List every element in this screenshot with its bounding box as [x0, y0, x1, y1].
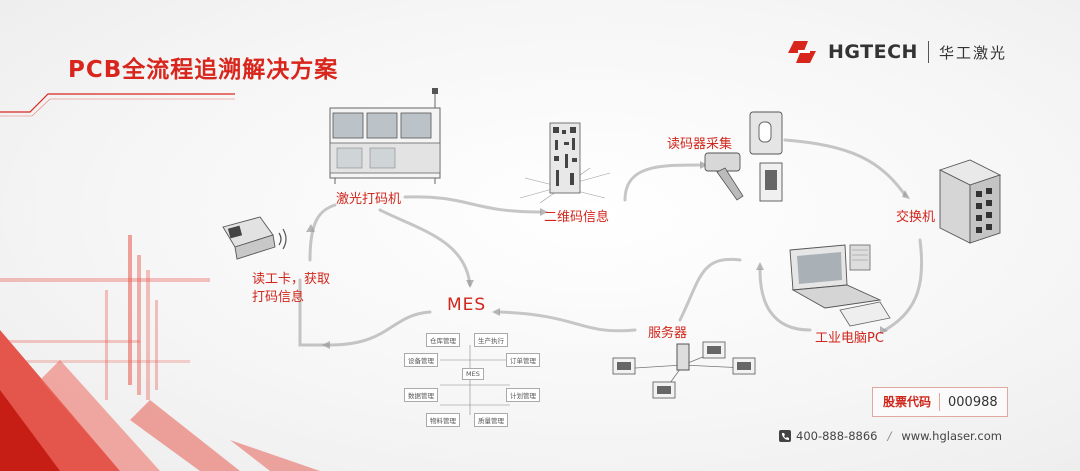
- server-network-image: [612, 341, 756, 399]
- mes-module-production: 生产执行: [474, 333, 508, 347]
- brand-divider: [927, 41, 929, 63]
- card-reader-image: [222, 216, 287, 260]
- contact-separator: /: [887, 429, 892, 443]
- laser-marking-machine-image: [329, 88, 441, 184]
- brand: HGTECH 华工激光: [788, 38, 1007, 66]
- industrial-pc-label: 工业电脑PC: [815, 331, 884, 346]
- contact-website[interactable]: www.hglaser.com: [901, 429, 1002, 443]
- stock-code-box: 股票代码 000988: [872, 387, 1008, 417]
- mes-module-quality: 质量管理: [474, 413, 508, 427]
- phone-icon: [779, 430, 791, 442]
- page-title: PCB全流程追溯解决方案: [68, 57, 339, 83]
- laser-marking-label: 激光打码机: [336, 192, 402, 207]
- mes-module-data: 数据管理: [404, 388, 438, 402]
- network-switch-image: [938, 159, 1002, 244]
- server-label: 服务器: [648, 326, 688, 341]
- qr-code-tower-image: [520, 122, 610, 203]
- hgtech-logo-icon: [788, 41, 816, 63]
- card-reader-label-line2: 打码信息: [252, 290, 305, 305]
- qr-code-label: 二维码信息: [544, 210, 610, 225]
- contact-phone: 400-888-8866: [796, 429, 878, 443]
- stock-label: 股票代码: [873, 393, 941, 411]
- mes-module-center: MES: [462, 368, 484, 380]
- contact-bar: 400-888-8866 / www.hglaser.com: [779, 429, 1002, 443]
- mes-label: MES: [447, 295, 487, 315]
- brand-name-cn: 华工激光: [938, 43, 1007, 62]
- brand-name-en: HGTECH: [828, 41, 918, 63]
- mes-module-warehouse: 仓库管理: [426, 333, 460, 347]
- reader-label: 读码器采集: [667, 137, 733, 152]
- mes-module-lines: [440, 345, 510, 415]
- mes-module-material: 物料管理: [426, 413, 460, 427]
- industrial-pc-image: [789, 244, 891, 327]
- stock-code: 000988: [948, 394, 998, 410]
- code-reader-image: [704, 111, 783, 202]
- mes-module-orders: 订单管理: [506, 353, 540, 367]
- switch-label: 交换机: [896, 210, 936, 225]
- card-reader-label-line1: 读工卡，获取: [252, 272, 331, 287]
- mes-module-planning: 计划管理: [506, 388, 540, 402]
- mes-module-equipment: 设备管理: [404, 353, 438, 367]
